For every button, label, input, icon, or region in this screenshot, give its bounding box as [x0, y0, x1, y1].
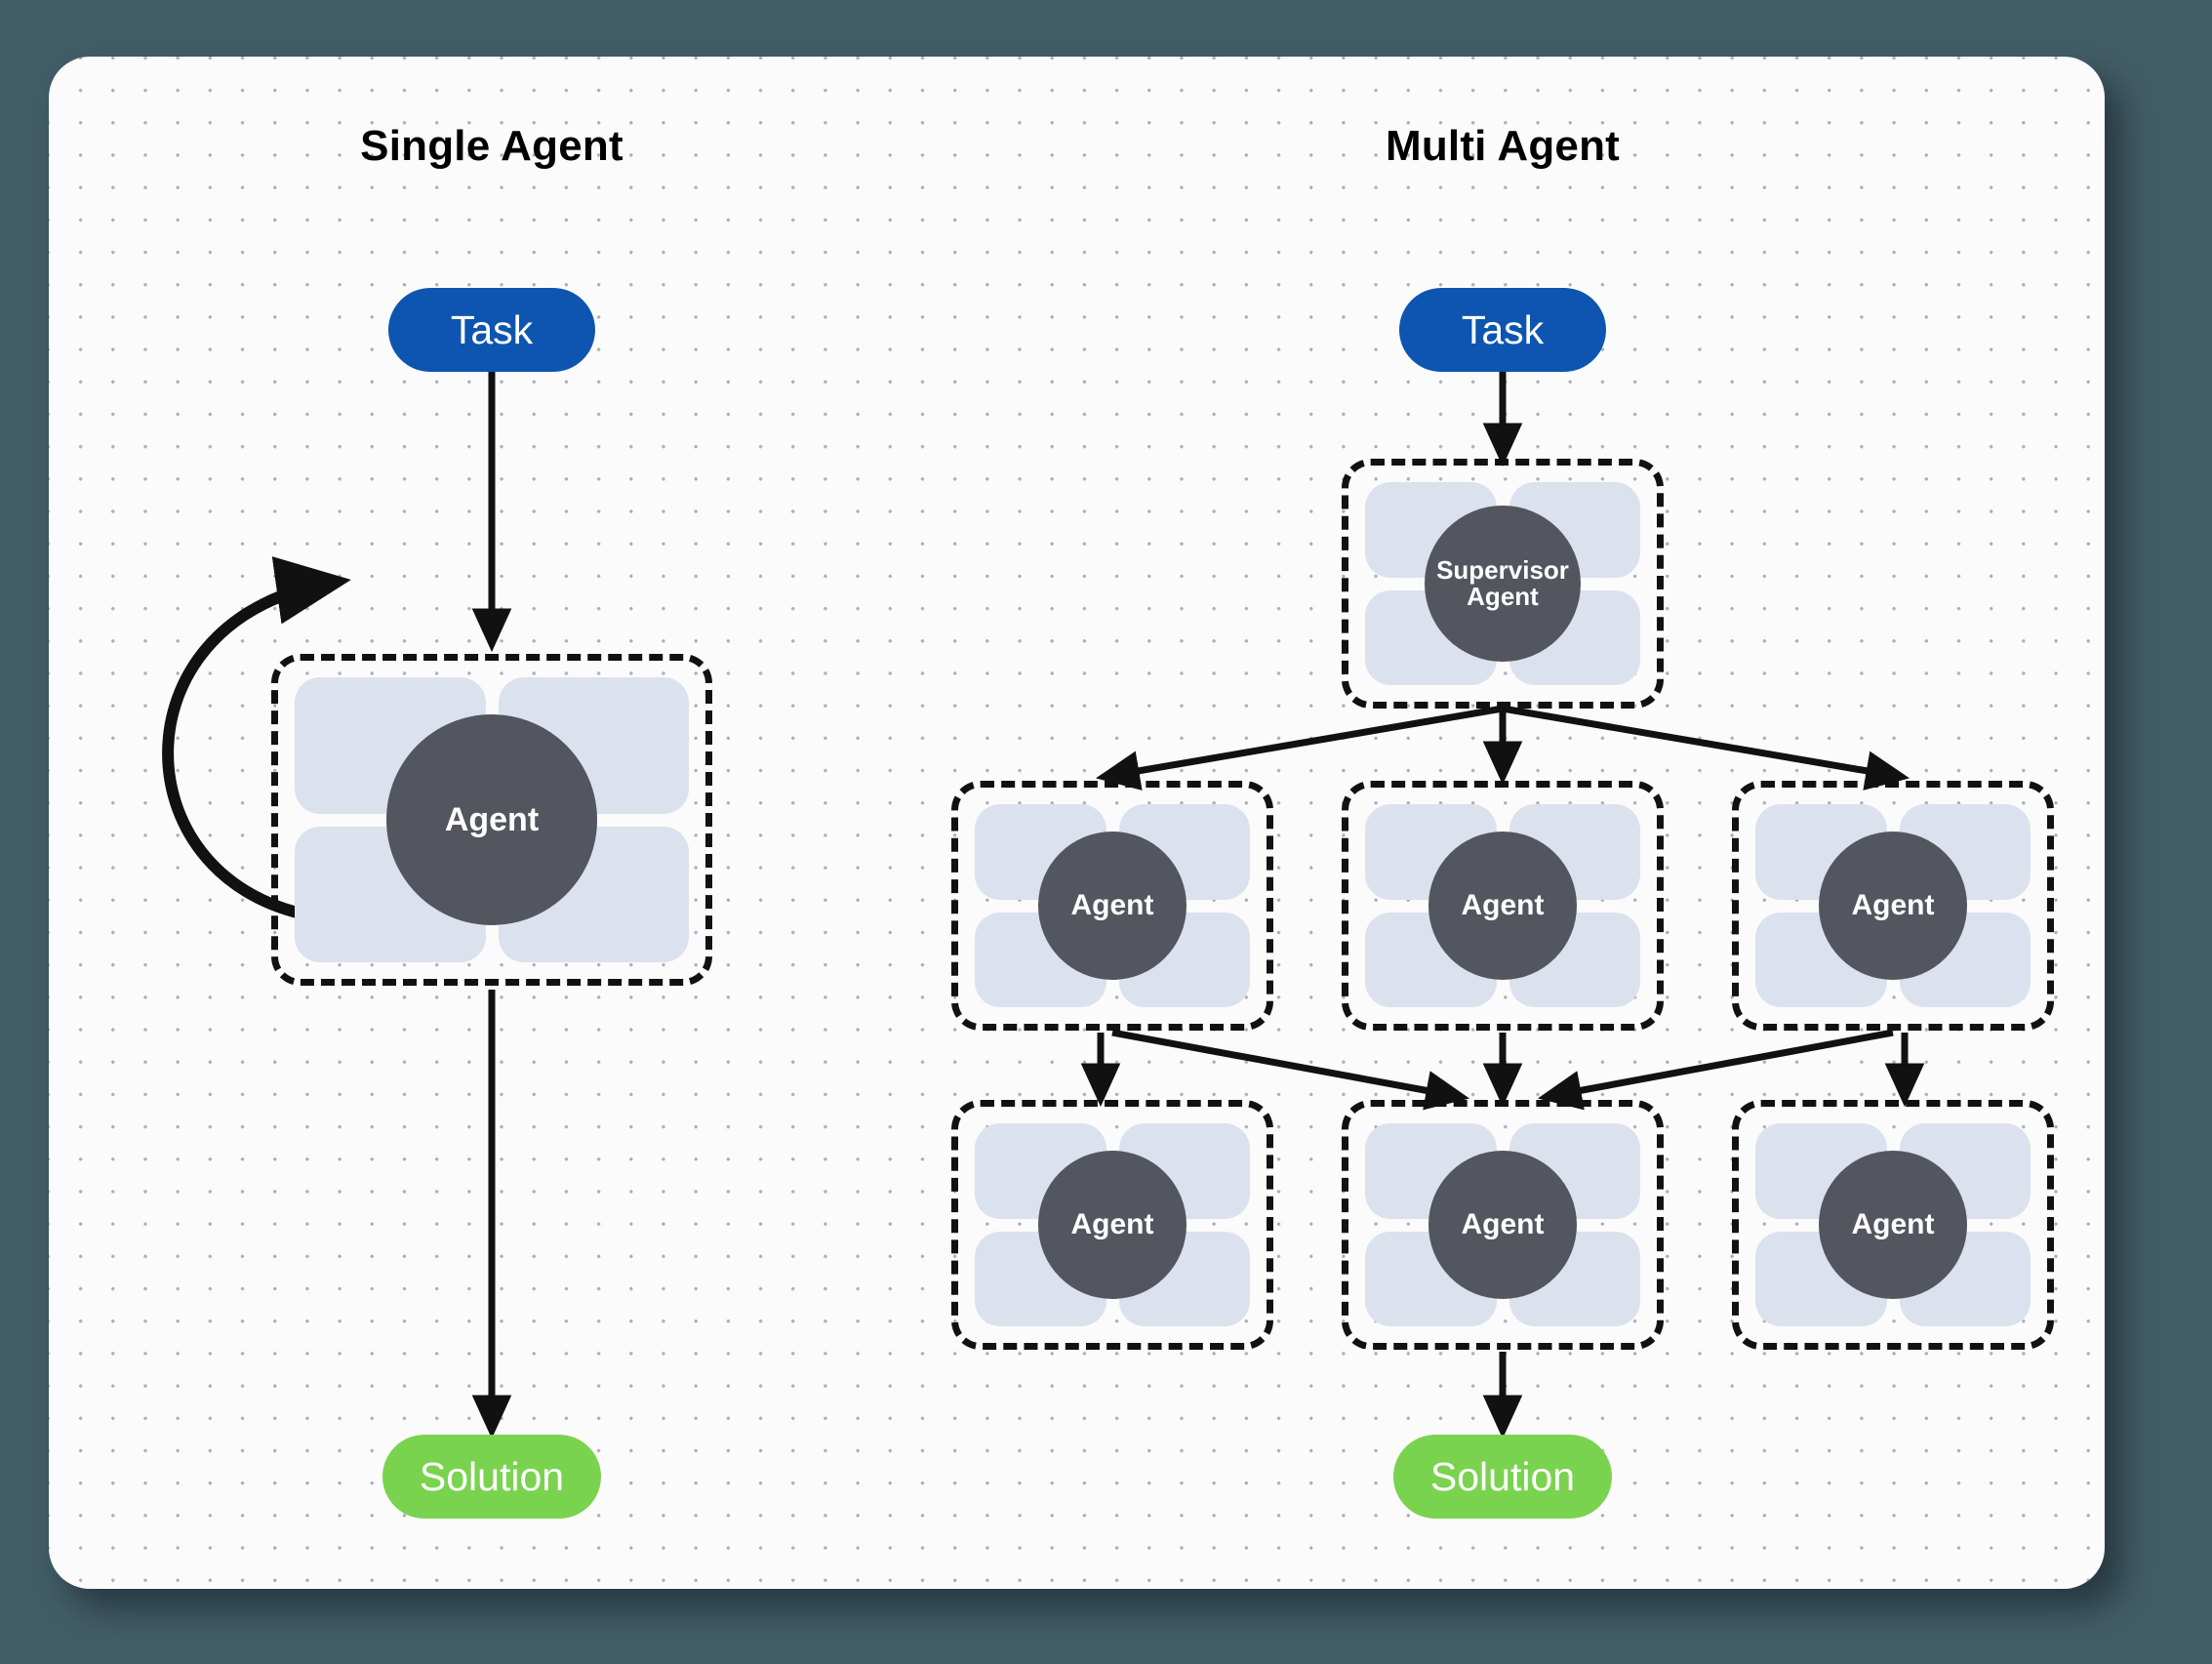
agent-circle-label: Agent: [1038, 832, 1186, 980]
node-agent-row1-mid[interactable]: Agent: [1342, 781, 1664, 1031]
agent-circle-label: Agent: [1819, 832, 1967, 980]
section-title-single-agent: Single Agent: [360, 122, 623, 170]
supervisor-label-line1: Supervisor: [1436, 555, 1569, 586]
node-agent-row1-left[interactable]: Agent: [951, 781, 1273, 1031]
node-solution-multi[interactable]: Solution: [1393, 1435, 1612, 1519]
agent-circle-label: Agent: [386, 714, 597, 925]
node-agent-row2-right[interactable]: Agent: [1732, 1100, 2054, 1350]
node-solution-single[interactable]: Solution: [382, 1435, 601, 1519]
agent-circle-label: Agent: [1428, 1151, 1577, 1299]
node-supervisor-agent[interactable]: Supervisor Agent: [1342, 459, 1664, 709]
section-title-multi-agent: Multi Agent: [1385, 122, 1621, 170]
node-task-single[interactable]: Task: [388, 288, 595, 372]
agent-circle-label: Agent: [1819, 1151, 1967, 1299]
node-agent-single[interactable]: Agent: [271, 654, 712, 986]
node-agent-row2-left[interactable]: Agent: [951, 1100, 1273, 1350]
node-agent-row2-mid[interactable]: Agent: [1342, 1100, 1664, 1350]
agent-circle-label: Agent: [1038, 1151, 1186, 1299]
supervisor-circle-label: Supervisor Agent: [1425, 506, 1581, 662]
agent-tile-grid: [1755, 804, 2031, 1007]
agent-circle-label: Agent: [1428, 832, 1577, 980]
node-agent-row1-right[interactable]: Agent: [1732, 781, 2054, 1031]
node-task-multi[interactable]: Task: [1399, 288, 1606, 372]
supervisor-label-line2: Agent: [1467, 582, 1539, 611]
